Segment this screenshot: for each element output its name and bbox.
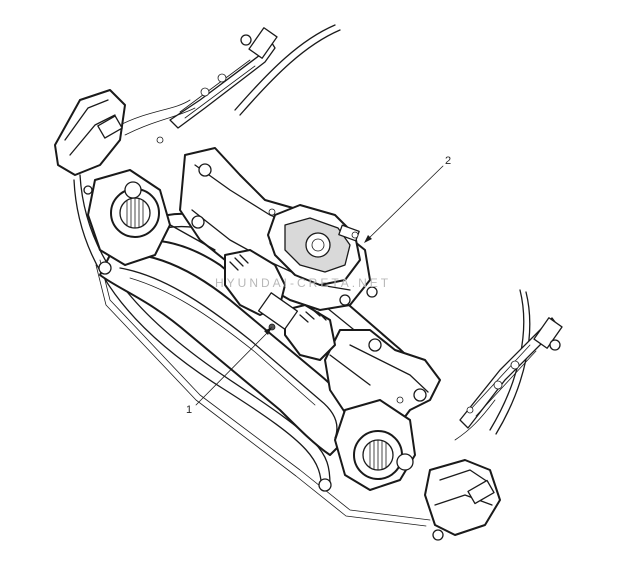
callout-1-label: 1 xyxy=(186,404,192,416)
lower-right-hose-bracket xyxy=(454,317,563,441)
differential-assembly xyxy=(267,204,378,298)
callout-1-arrowhead xyxy=(264,327,272,335)
callout-2-arrowhead xyxy=(364,235,372,243)
brake-cables xyxy=(73,24,531,527)
callout-2: 2 xyxy=(364,155,451,243)
watermark-text: HYUNDAI-CRETA.NET xyxy=(215,276,391,290)
upper-left-hose-bracket xyxy=(119,27,278,136)
right-hub-brake xyxy=(318,399,501,541)
drive-shaft-center xyxy=(164,221,371,386)
callout-2-label: 2 xyxy=(445,155,451,167)
callout-1: 1 xyxy=(186,327,272,416)
left-hub-brake xyxy=(54,89,171,275)
fasteners xyxy=(156,136,474,414)
